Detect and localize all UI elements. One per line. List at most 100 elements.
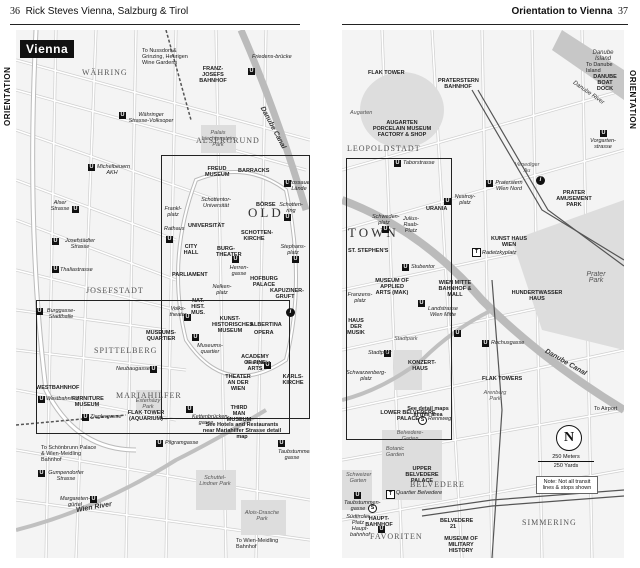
district-leopoldstadt: LEOPOLDSTADT bbox=[347, 144, 421, 153]
schweizer-garten: Schweizer Garten bbox=[346, 472, 372, 484]
north-compass-icon: N bbox=[556, 425, 582, 451]
belvedere-21: BELVEDERE 21 bbox=[440, 518, 474, 530]
thaliastrasse-label: Thaliastrasse bbox=[60, 267, 93, 273]
borse: BÖRSE bbox=[256, 202, 276, 208]
u-landstrasse[interactable]: U bbox=[418, 300, 425, 307]
s-sudtiroler[interactable]: S bbox=[368, 504, 377, 513]
u-hauptbahnhof[interactable]: U bbox=[378, 526, 385, 533]
kunsthistorisches-museum: KUNST-HISTORISCHES MUSEUM bbox=[212, 316, 254, 334]
stubentor-label: Stubentor bbox=[411, 264, 435, 270]
u-zieglergasse[interactable]: U bbox=[82, 414, 89, 421]
esterhazy-park-area bbox=[136, 390, 161, 410]
u-taborstrasse[interactable]: U bbox=[394, 160, 401, 167]
u-praterstern[interactable]: U bbox=[486, 180, 493, 187]
to-danube-island-note: To Danube Island bbox=[586, 62, 613, 74]
hundertwasser-haus: HUNDERTWASSER HAUS bbox=[511, 290, 563, 302]
district-simmering: SIMMERING bbox=[522, 518, 577, 527]
academy-of-fine-arts: ACADEMY OF FINE ARTS bbox=[241, 354, 269, 372]
augarten-label: Augarten bbox=[350, 110, 373, 116]
u-stubentor[interactable]: U bbox=[402, 264, 409, 271]
u-alser-strasse[interactable]: U bbox=[72, 206, 79, 213]
hotels-detail-note: See Hotels and Restaurants near Mariahil… bbox=[202, 422, 282, 440]
s-rennweg[interactable]: S bbox=[418, 416, 427, 425]
vorgartenstrasse-label: Vorgarten-strasse bbox=[590, 138, 616, 150]
flak-tower-augarten: FLAK TOWER bbox=[368, 70, 405, 76]
u-vorgartenstrasse[interactable]: U bbox=[600, 130, 607, 137]
schwedenplatz-label: Schweden-platz bbox=[372, 214, 400, 226]
district-wahring: WÄHRING bbox=[82, 68, 128, 77]
u-volkstheater[interactable]: U bbox=[184, 314, 191, 321]
alois-drasche-park: Alois-Drasche Park bbox=[244, 510, 280, 522]
u-karlsplatz-right[interactable]: U bbox=[454, 330, 461, 337]
u-karlsplatz[interactable]: U bbox=[264, 362, 271, 369]
radetzkyplatz-label: Radetzkyplatz bbox=[482, 250, 517, 256]
u-michelbeuern[interactable]: U bbox=[88, 164, 95, 171]
u-schwedenplatz[interactable]: U bbox=[382, 226, 389, 233]
opera: OPERA bbox=[254, 330, 274, 336]
u-taubstummen-right[interactable]: U bbox=[354, 492, 361, 499]
prater-amusement-park: PRATER AMUSEMENT PARK bbox=[556, 190, 592, 208]
friedensbrucke-label: Friedens-brücke bbox=[252, 54, 292, 60]
museumsquartier-u-label: Museums-quartier bbox=[197, 343, 223, 355]
u-gumpendorfer[interactable]: U bbox=[38, 470, 45, 477]
kunst-haus-wien: KUNST HAUS WIEN bbox=[490, 236, 528, 248]
wien-meidling-note: To Wien-Meidling Bahnhof bbox=[236, 538, 279, 550]
u-stadtpark[interactable]: U bbox=[384, 350, 391, 357]
flak-tower-aquarium: FLAK TOWER (AQUARIUM) bbox=[127, 410, 165, 422]
right-header-rule bbox=[342, 24, 628, 25]
quartier-belvedere-label: Quartier Belvedere bbox=[396, 490, 443, 496]
u-friedensbrucke[interactable]: U bbox=[248, 68, 255, 75]
district-mariahilfer: MARIAHILFER bbox=[116, 391, 182, 400]
lower-belvedere: LOWER BELVEDERE PALACE bbox=[380, 410, 436, 422]
left-page-number: 36 bbox=[10, 6, 20, 17]
julius-raab-platz: Julius-Raab-Platz bbox=[403, 216, 419, 234]
neidenplatz-label: Nelken-platz bbox=[212, 284, 232, 296]
t-radetzkyplatz[interactable]: T bbox=[472, 248, 481, 257]
schottenring-label: Schotten-ring bbox=[279, 202, 303, 214]
old-town-word-old: OLD bbox=[248, 205, 284, 220]
u-stephansplatz-left[interactable]: U bbox=[292, 256, 299, 263]
volkstheater-label: Volks-theater bbox=[169, 306, 187, 318]
karlskirche: KARLS-KIRCHE bbox=[282, 374, 304, 386]
district-josefstadt: JOSEFSTADT bbox=[86, 286, 144, 295]
see-detail-maps-note: See detail maps in this area bbox=[407, 406, 449, 418]
tourist-info-icon[interactable]: i bbox=[286, 308, 295, 317]
u-kettenbruckengasse[interactable]: U bbox=[186, 406, 193, 413]
arenberg-park: Arenberg Park bbox=[483, 390, 507, 402]
wien-mitte-bahnhof: WIEN MITTE BAHNHOF & MALL bbox=[438, 280, 472, 298]
danube-boat-dock: DANUBE BOAT DOCK bbox=[593, 74, 617, 92]
kapuziner-gruft: KAPUZINER-GRUFT bbox=[270, 288, 304, 300]
u-neubaugasse[interactable]: U bbox=[150, 366, 157, 373]
u-thaliastrasse[interactable]: U bbox=[52, 266, 59, 273]
danube-canal-right bbox=[342, 196, 624, 414]
old-town-detail-box-left bbox=[161, 155, 310, 419]
u-josefstadter-strasse[interactable]: U bbox=[52, 238, 59, 245]
right-map-streets bbox=[342, 30, 624, 558]
t-quartier-belvedere[interactable]: T bbox=[386, 490, 395, 499]
u-rathaus[interactable]: U bbox=[166, 236, 173, 243]
u-schottenring[interactable]: U bbox=[284, 214, 291, 221]
schuttel-park-area bbox=[196, 470, 236, 510]
u-wahringer-strasse[interactable]: U bbox=[119, 112, 126, 119]
left-side-tab: ORIENTATION bbox=[3, 66, 12, 126]
schottentor-label: Schottentor-Universität bbox=[201, 197, 231, 209]
konzerthaus: KONZERT-HAUS bbox=[408, 360, 437, 372]
u-burggasse[interactable]: U bbox=[36, 308, 43, 315]
u-herrengasse[interactable]: U bbox=[232, 256, 239, 263]
transit-note: Note: Not all transit lines & stops show… bbox=[536, 476, 598, 494]
u-museumsquartier[interactable]: U bbox=[192, 334, 199, 341]
hofburg-palace: HOFBURG PALACE bbox=[250, 276, 278, 288]
u-pilgramgasse[interactable]: U bbox=[156, 440, 163, 447]
u-taubstummengasse[interactable]: U bbox=[278, 440, 285, 447]
margaretengurtel-label: Margareten-gürtel bbox=[60, 496, 90, 508]
u-westbahnhof[interactable]: U bbox=[38, 396, 45, 403]
district-favoriten: FAVORITEN bbox=[370, 532, 423, 541]
kettenbruckengasse-label: Kettenbrücken-gasse bbox=[192, 414, 230, 426]
nat-hist-mus: NAT. HIST. MUS. bbox=[191, 298, 205, 316]
stadtpark-label: Stadtpark bbox=[394, 336, 418, 342]
u-margaretengurtel[interactable]: U bbox=[90, 496, 97, 503]
u-nestroyplatz[interactable]: U bbox=[444, 198, 451, 205]
amusement-park-icon[interactable]: i bbox=[536, 176, 545, 185]
u-rochusgasse[interactable]: U bbox=[482, 340, 489, 347]
u-rossauer-lande[interactable]: U bbox=[284, 180, 291, 187]
